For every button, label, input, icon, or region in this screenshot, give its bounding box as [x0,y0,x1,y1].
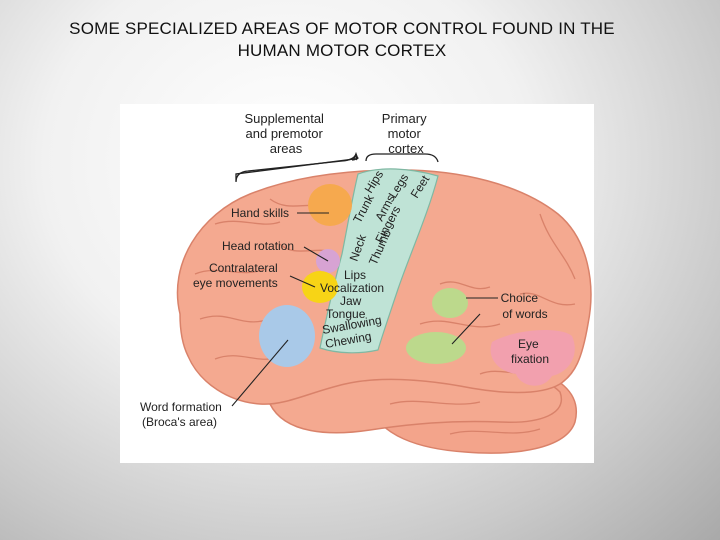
slide-title: SOME SPECIALIZED AREAS OF MOTOR CONTROL … [0,18,684,62]
hand-skills-label: Hand skills [231,206,289,220]
supplemental-label: Supplemental and premotor areas [244,111,327,156]
head-rotation-label: Head rotation [222,239,294,253]
primary-motor-strip [319,168,439,354]
contralateral-label: Contralateral eye movements [193,261,281,290]
choice-of-words-area-lower [406,332,466,364]
hand-skills-area [308,184,352,226]
supplemental-line-1: Supplemental [244,111,324,126]
primary-line-3: cortex [388,141,424,156]
eye-fixation-area [490,330,575,386]
choice-of-words-label: Choice of words [501,291,548,321]
strip-label-vocalization: Vocalization [320,281,384,295]
eye-movements-area [302,271,338,303]
broca-area [259,305,315,367]
strip-label-lips: Lips [344,268,366,282]
eye-fixation-label: Eye fixation [511,337,549,366]
choice-of-words-area-upper [432,288,468,318]
brain-diagram-svg: Supplemental and premotor areas Primary … [140,111,592,454]
supplemental-line-2: and premotor [246,126,324,141]
supplemental-line-3: areas [270,141,303,156]
primary-line-1: Primary [382,111,427,126]
primary-line-2: motor [388,126,422,141]
title-line-2: HUMAN MOTOR CORTEX [237,41,447,60]
strip-label-tongue: Tongue [326,307,366,321]
primary-label: Primary motor cortex [382,111,430,156]
supplemental-bracket-line [235,151,358,183]
strip-label-jaw: Jaw [340,294,362,308]
word-formation-label: Word formation (Broca's area) [140,400,225,429]
primary-bracket [365,153,439,163]
title-line-1: SOME SPECIALIZED AREAS OF MOTOR CONTROL … [69,19,615,38]
brain-diagram: Supplemental and premotor areas Primary … [120,104,594,463]
leader-lines [231,212,498,407]
